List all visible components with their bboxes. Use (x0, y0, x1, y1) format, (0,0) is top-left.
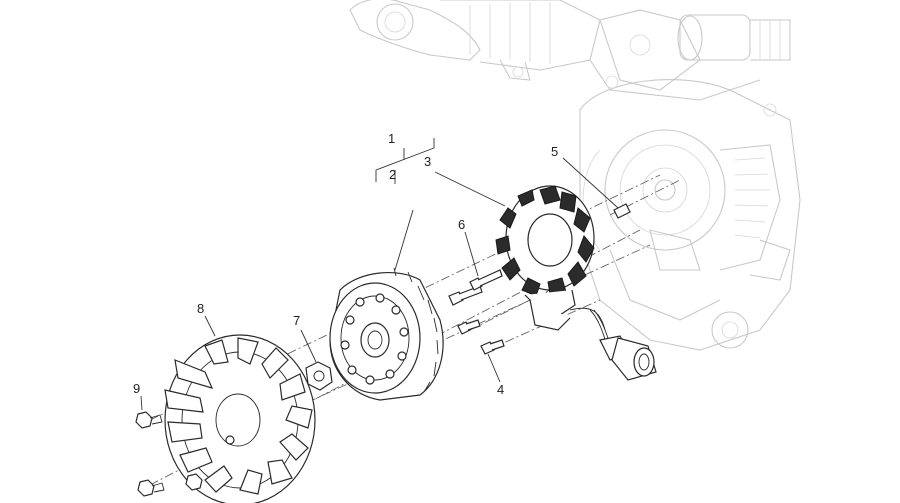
callout-labels: 1 2 3 4 5 6 7 8 9 (133, 131, 558, 397)
leader-lines (140, 138, 619, 411)
callout-1: 1 (388, 131, 395, 146)
callout-7: 7 (293, 313, 300, 328)
screw-part-4 (480, 339, 505, 355)
callout-9: 9 (133, 381, 140, 396)
stator-wire-connector (589, 309, 657, 381)
stator-screws-part-6 (448, 269, 503, 335)
flywheel-nut-part-7 (305, 361, 333, 391)
engine-housing-background (349, 0, 801, 351)
woodruff-key-part-5 (613, 203, 631, 219)
flywheel-rotor-part-2 (329, 267, 444, 401)
fan-bolts-part-9 (135, 411, 203, 497)
callout-3: 3 (424, 154, 431, 169)
cooling-fan-part-8 (164, 334, 316, 503)
callout-8: 8 (197, 301, 204, 316)
stator-part-3 (495, 185, 606, 331)
callout-4: 4 (497, 382, 504, 397)
callout-2: 2 (389, 167, 396, 182)
callout-6: 6 (458, 217, 465, 232)
callout-5: 5 (551, 144, 558, 159)
